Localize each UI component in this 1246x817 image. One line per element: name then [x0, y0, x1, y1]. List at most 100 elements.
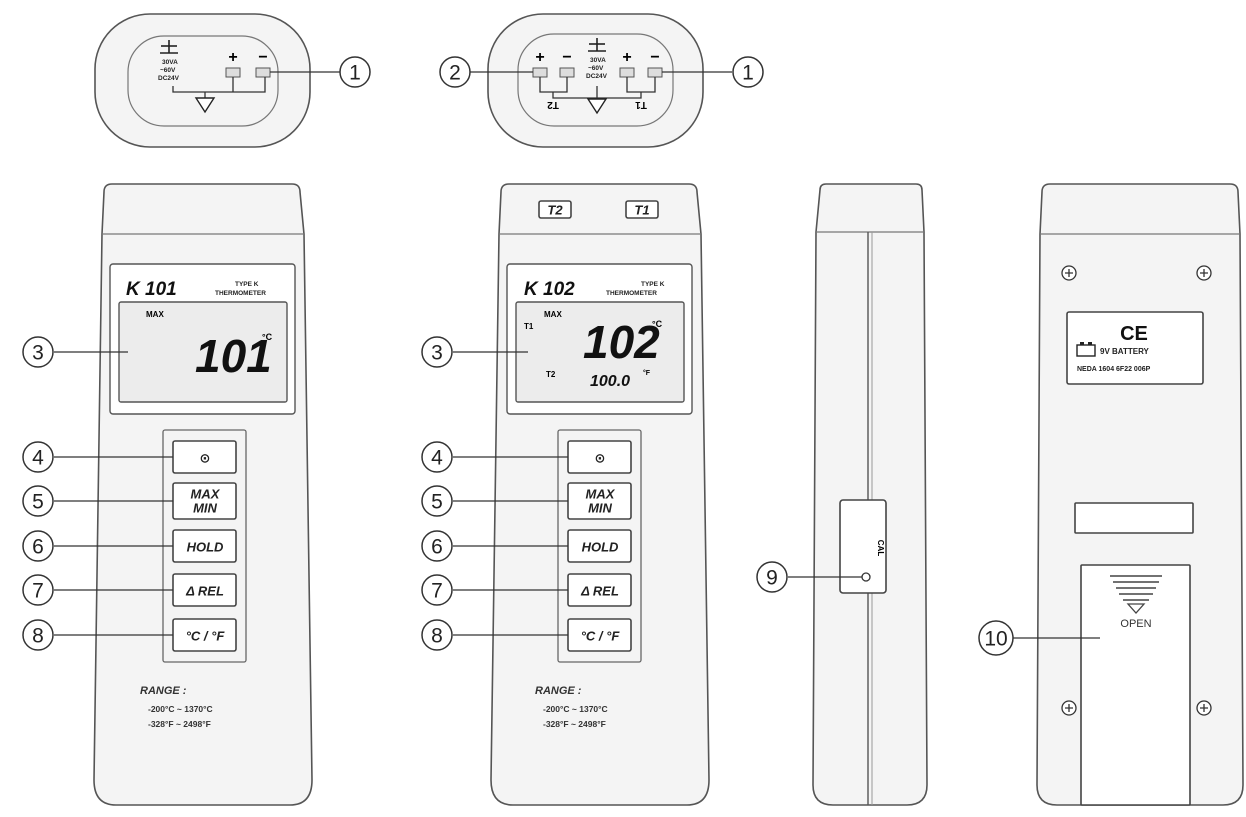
screw-icon — [1196, 700, 1212, 716]
battery-cover[interactable] — [1080, 564, 1191, 806]
callout-label: 9 — [766, 567, 778, 590]
warning-line2: ~60V — [160, 67, 176, 74]
minus-terminal-label: − — [258, 49, 267, 66]
range-fahrenheit: -328°F ~ 2498°F — [148, 719, 211, 729]
callout-label: 10 — [984, 628, 1007, 651]
range-fahrenheit: -328°F ~ 2498°F — [543, 719, 606, 729]
range-title: RANGE : — [140, 685, 187, 697]
callout-label: 5 — [32, 491, 44, 514]
t1-socket-label-box — [625, 200, 659, 219]
callout-3-k101: 3 — [22, 336, 54, 368]
callout-4-k102: 4 — [421, 441, 453, 473]
power-icon: ⊙ — [200, 451, 211, 466]
callout-6-k102: 6 — [421, 530, 453, 562]
callout-label: 4 — [431, 447, 443, 470]
battery-line2: NEDA 1604 6F22 006P — [1077, 366, 1151, 373]
unit-label: °C / °F — [186, 629, 226, 644]
screw-icon — [1196, 265, 1212, 281]
rel-label: Δ REL — [580, 584, 619, 599]
callout-6-k101: 6 — [22, 530, 54, 562]
top-view-k101: 30VA ~60V DC24V + − — [94, 13, 341, 148]
type-label: TYPE K — [235, 281, 259, 288]
lcd-t1-indicator: T1 — [524, 322, 534, 331]
t2-plus-jack — [532, 67, 548, 78]
callout-1-top-k102: 1 — [732, 56, 764, 88]
warning-line2: ~60V — [588, 65, 604, 72]
range-title: RANGE : — [535, 685, 582, 697]
cover-grip-icon — [1110, 575, 1162, 614]
hold-label: HOLD — [582, 540, 619, 555]
minus-jack — [255, 67, 271, 78]
lcd-mode-indicator: MAX — [544, 310, 562, 319]
back-recess — [1074, 502, 1194, 534]
input-warning-triangle-icon — [586, 98, 608, 115]
battery-line1: 9V BATTERY — [1100, 347, 1150, 356]
lcd-unit: °C — [262, 332, 273, 342]
lcd-unit: °C — [652, 319, 663, 329]
cal-label: CAL — [876, 540, 885, 557]
callout-label: 1 — [742, 62, 754, 85]
callout-5-k102: 5 — [421, 485, 453, 517]
battery-label-plate — [1066, 311, 1204, 385]
side-view: CAL — [788, 183, 928, 806]
t2-socket-label-box — [538, 200, 572, 219]
lcd-mode-indicator: MAX — [146, 310, 164, 319]
t2-minus-label: − — [562, 49, 571, 66]
power-icon: ⊙ — [595, 451, 606, 466]
rel-label: Δ REL — [185, 584, 224, 599]
t1-plus-jack — [619, 67, 635, 78]
front-view-k101: K 101 TYPE K THERMOMETER MAX 101 °C ⊙ MA… — [93, 183, 313, 806]
thermometer-label: THERMOMETER — [606, 290, 657, 297]
battery-icon — [1076, 342, 1096, 357]
back-view: CE 9V BATTERY NEDA 1604 6F22 006P OPEN — [1013, 183, 1244, 806]
screw-icon — [1061, 700, 1077, 716]
callout-8-k101: 8 — [22, 619, 54, 651]
callout-label: 2 — [449, 62, 461, 85]
callout-7-k102: 7 — [421, 574, 453, 606]
t1-minus-label: − — [650, 49, 659, 66]
callout-label: 6 — [431, 536, 443, 559]
callout-7-k101: 7 — [22, 574, 54, 606]
callout-1-top-k101: 1 — [339, 56, 371, 88]
plus-terminal-label: + — [228, 49, 237, 66]
callout-9: 9 — [756, 561, 788, 593]
callout-label: 4 — [32, 447, 44, 470]
range-celsius: -200°C ~ 1370°C — [148, 704, 213, 714]
hold-label: HOLD — [187, 540, 224, 555]
top-view-k102: 30VA ~60V DC24V + − + − T2 T1 — [470, 13, 732, 148]
callout-label: 8 — [32, 625, 44, 648]
callout-label: 1 — [349, 62, 361, 85]
t2-input-label: T2 — [547, 99, 559, 110]
unit-label: °C / °F — [581, 629, 621, 644]
callout-label: 8 — [431, 625, 443, 648]
type-label: TYPE K — [641, 281, 665, 288]
callout-3-k102: 3 — [421, 336, 453, 368]
callout-label: 6 — [32, 536, 44, 559]
t2-minus-jack — [559, 67, 575, 78]
warning-line3: DC24V — [586, 73, 608, 80]
lcd-reading: 102 — [583, 316, 660, 368]
callout-label: 7 — [32, 580, 44, 603]
cal-panel — [839, 499, 887, 594]
input-warning-triangle-icon — [194, 97, 216, 114]
range-celsius: -200°C ~ 1370°C — [543, 704, 608, 714]
model-label: K 102 — [524, 279, 575, 300]
ground-symbol-icon — [588, 38, 606, 52]
callout-4-k101: 4 — [22, 441, 54, 473]
callout-leaders — [54, 351, 568, 636]
ce-mark: CE — [1120, 323, 1148, 345]
warning-line1: 30VA — [590, 57, 606, 64]
screw-icon — [1061, 265, 1077, 281]
open-label: OPEN — [1120, 618, 1151, 630]
cal-adjust-hole[interactable] — [861, 572, 871, 582]
lcd-t2-indicator: T2 — [546, 370, 556, 379]
t1-plus-label: + — [622, 49, 631, 66]
warning-line3: DC24V — [158, 75, 180, 82]
warning-line1: 30VA — [162, 59, 178, 66]
callout-label: 5 — [431, 491, 443, 514]
thermometer-label: THERMOMETER — [215, 290, 266, 297]
callout-2: 2 — [439, 56, 471, 88]
t1-minus-jack — [647, 67, 663, 78]
min-label: MIN — [193, 501, 217, 516]
front-view-k102: T2 T1 K 102 TYPE K THERMOMETER MAX T1 T2… — [490, 183, 710, 806]
